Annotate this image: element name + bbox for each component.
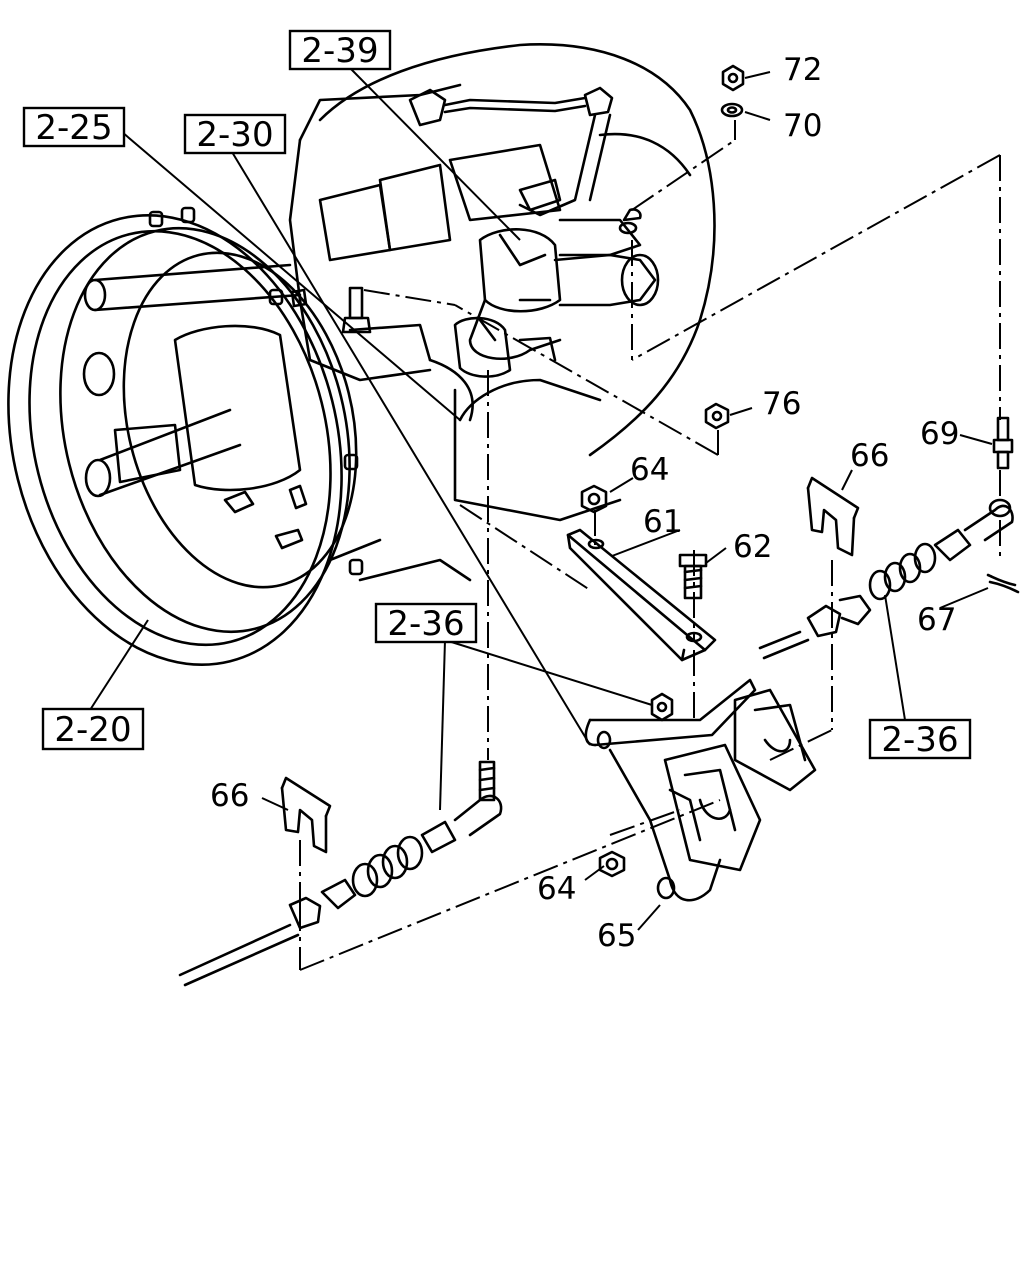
part-label-76: 76 <box>762 386 801 422</box>
labels: 2-39 2-25 2-30 2-36 2-36 2-20 72 70 76 6… <box>35 31 959 954</box>
washer-70 <box>720 102 744 118</box>
stud-69 <box>992 416 1014 470</box>
part-label-65: 65 <box>597 918 636 954</box>
flywheel <box>7 206 364 666</box>
bolt-62 <box>678 553 708 600</box>
ref-label-2-39: 2-39 <box>301 31 378 71</box>
clip-66-right <box>806 476 860 557</box>
ref-label-2-30: 2-30 <box>196 115 273 155</box>
ref-label-2-20: 2-20 <box>54 710 131 750</box>
part-label-69: 69 <box>920 416 959 452</box>
ref-box-2-36-left <box>374 602 478 644</box>
ref-box-2-30 <box>183 113 287 155</box>
group-ref-boxes <box>22 29 972 760</box>
ref-box-2-25 <box>22 106 126 148</box>
part-label-61: 61 <box>643 504 682 540</box>
part-label-67: 67 <box>917 602 956 638</box>
nut-2-36 <box>650 692 674 722</box>
part-label-66-left: 66 <box>210 778 249 814</box>
nut-64-upper <box>580 484 608 514</box>
ref-box-2-39 <box>288 29 392 71</box>
ref-label-2-36-left: 2-36 <box>387 604 464 644</box>
part-label-62: 62 <box>733 529 772 565</box>
leader-lines <box>89 67 993 931</box>
transmission-housing <box>288 43 716 582</box>
ref-label-2-25: 2-25 <box>35 108 112 148</box>
nut-72 <box>721 64 745 92</box>
part-label-70: 70 <box>783 108 822 144</box>
bracket-65 <box>584 678 817 902</box>
shift-cable-left <box>178 760 503 987</box>
alignment-dashed-lines <box>299 120 1001 971</box>
part-label-64-upper: 64 <box>630 452 669 488</box>
part-label-64-lower: 64 <box>537 871 576 907</box>
part-label-66-right: 66 <box>850 438 889 474</box>
shift-cable-right <box>758 498 1014 660</box>
nut-64-lower <box>598 850 626 878</box>
ref-box-2-20 <box>41 707 145 751</box>
nut-76 <box>704 402 730 430</box>
clip-66-left <box>280 776 332 854</box>
ref-box-2-36-right <box>868 718 972 760</box>
ref-label-2-36-right: 2-36 <box>881 720 958 760</box>
cotter-pin-67 <box>986 573 1020 594</box>
part-label-72: 72 <box>783 52 822 88</box>
bracket-61 <box>566 528 717 662</box>
